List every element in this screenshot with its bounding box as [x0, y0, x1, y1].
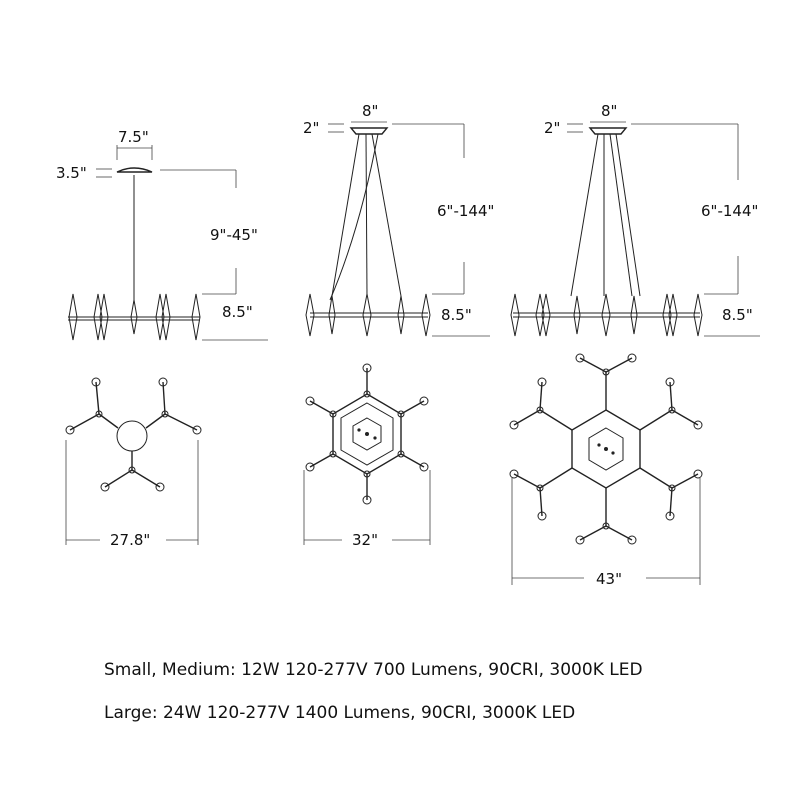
small-plan: 27.8" — [65, 377, 202, 549]
medium-plan: 32" — [303, 363, 431, 549]
medium-canopy — [349, 127, 389, 135]
medium-fixture-height-label: 8.5" — [441, 306, 472, 324]
large-plan: 43" — [509, 353, 703, 588]
small-fixture-height-label: 8.5" — [222, 303, 253, 321]
medium-drop-label: 6"-144" — [437, 202, 494, 220]
large-canopy-width-label: 8" — [601, 102, 617, 120]
spec-small-medium: Small, Medium: 12W 120-277V 700 Lumens, … — [104, 660, 643, 680]
medium-plan-lamp-ends — [305, 363, 429, 505]
small-plan-arms — [69, 381, 198, 488]
small-diameter-label: 27.8" — [110, 531, 150, 549]
small-canopy-width-label: 7.5" — [118, 128, 149, 146]
small-canopy — [116, 167, 153, 173]
small-plan-lamp-ends — [65, 377, 202, 492]
large-fixture-height-label: 8.5" — [722, 306, 753, 324]
medium-canopy-width-label: 8" — [362, 102, 378, 120]
small-elevation: 7.5" 3.5" 9"-45" 8.5" — [56, 128, 268, 341]
large-elevation: 8" 2" 6"-144" 8.5" — [510, 102, 760, 337]
medium-cables — [329, 133, 402, 301]
large-plan-lamp-ends — [509, 353, 703, 545]
large-diameter-label: 43" — [596, 570, 622, 588]
medium-diameter-label: 32" — [352, 531, 378, 549]
spec-large: Large: 24W 120-277V 1400 Lumens, 90CRI, … — [104, 703, 576, 723]
large-lamps — [510, 293, 703, 337]
large-cables — [570, 133, 641, 297]
large-plan-arms — [513, 357, 699, 541]
medium-lamps — [305, 293, 431, 337]
small-drop-label: 9"-45" — [210, 226, 258, 244]
medium-elevation: 8" 2" 6"-144" 8.5" — [303, 102, 494, 337]
large-drop-label: 6"-144" — [701, 202, 758, 220]
small-lamps — [68, 293, 201, 341]
large-canopy — [588, 127, 628, 135]
small-canopy-height-label: 3.5" — [56, 164, 87, 182]
medium-canopy-height-label: 2" — [303, 119, 319, 137]
large-canopy-height-label: 2" — [544, 119, 560, 137]
small-plan-hub — [116, 420, 148, 452]
